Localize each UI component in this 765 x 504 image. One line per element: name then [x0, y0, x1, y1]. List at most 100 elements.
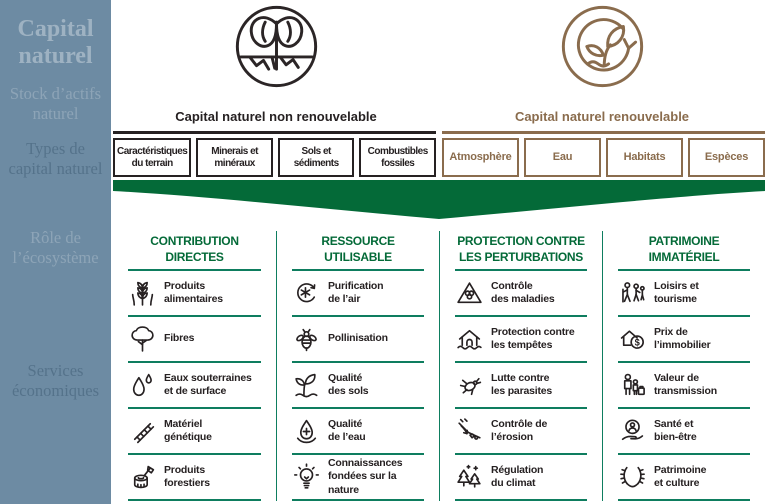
svg-text:$: $ [635, 337, 641, 347]
lightbulb-icon [293, 463, 320, 489]
service-item-label: Produits alimentaires [164, 279, 223, 306]
wheat-icon [131, 281, 154, 306]
capital-box: Combustibles fossiles [359, 138, 437, 177]
service-item-label: Protection contre les tempêtes [491, 325, 575, 352]
capital-box: Atmosphère [442, 138, 519, 177]
service-item: $ Prix de l’immobilier [618, 317, 750, 364]
bee-icon [296, 328, 317, 351]
service-column: PROTECTION CONTRE LES PERTURBATIONS Cont… [439, 231, 602, 502]
service-column-underline [455, 269, 587, 272]
service-column-header: CONTRIBUTION DIRECTES [150, 234, 239, 264]
service-column-underline [618, 269, 750, 272]
service-column-underline [128, 269, 261, 272]
service-item-label: Lutte contre les parasites [491, 371, 553, 398]
group-rules [113, 131, 765, 134]
group-non-renouvelable: Capital naturel non renouvelable [113, 0, 439, 124]
service-item-label: Purification de l’air [328, 279, 384, 306]
service-column-underline [292, 269, 424, 272]
dna-icon [133, 422, 155, 443]
service-item: Contrôle des maladies [455, 271, 587, 318]
service-column-header: PATRIMOINE IMMATÉRIEL [648, 234, 720, 264]
capital-groups-band: Capital naturel non renouvelable Capital… [113, 0, 765, 124]
air-purification-icon [297, 282, 316, 303]
service-item-label: Qualité de l’eau [328, 417, 366, 444]
group-label-renouvelable: Capital naturel renouvelable [514, 109, 690, 124]
group-label-non-renouvelable: Capital naturel non renouvelable [175, 109, 377, 124]
hikers-icon [622, 281, 645, 303]
service-column: CONTRIBUTION DIRECTES Produits alimentai… [113, 231, 276, 502]
house-price-icon: $ [620, 330, 644, 349]
evergreen-trees-icon [457, 464, 481, 488]
capital-box: Caractéristiques du terrain [113, 138, 192, 177]
service-items: Loisirs et tourisme $ Prix de l’immobilier… [618, 271, 750, 502]
sidebar: Capital naturel Stock d’actifs naturel T… [0, 0, 111, 504]
service-item: Produits alimentaires [128, 271, 261, 318]
service-item-label: Produits forestiers [164, 463, 210, 490]
pest-insect-icon [459, 377, 482, 395]
health-hand-icon [621, 419, 644, 440]
service-item: Produits forestiers [128, 455, 261, 502]
sidebar-item-stock-actifs: Stock d’actifs naturel [9, 84, 102, 124]
service-item-label: Pollinisation [328, 332, 388, 345]
group-renouvelable: Capital naturel renouvelable [439, 0, 765, 124]
service-item-label: Prix de l’immobilier [654, 325, 711, 352]
service-column: PATRIMOINE IMMATÉRIEL Loisirs et tourism… [602, 231, 765, 502]
service-item: Purification de l’air [292, 271, 424, 318]
capital-box: Minerais et minéraux [196, 138, 273, 177]
service-item: Loisirs et tourisme [618, 271, 750, 318]
capital-box: Habitats [606, 138, 683, 177]
service-item: Contrôle de l’érosion [455, 409, 587, 456]
service-item: Fibres [128, 317, 261, 364]
service-item-label: Contrôle de l’érosion [491, 417, 548, 444]
service-column-header: RESSOURCE UTILISABLE [321, 234, 395, 264]
rule-renouvelable [442, 131, 765, 134]
sidebar-item-types-capital: Types de capital naturel [8, 139, 103, 179]
service-item: Santé et bien-être [618, 409, 750, 456]
service-item: Patrimoine et culture [618, 455, 750, 502]
service-column: RESSOURCE UTILISABLE Purification de l’a… [276, 231, 439, 502]
capital-box: Espèces [688, 138, 765, 177]
service-item-label: Qualité des sols [328, 371, 369, 398]
cotton-tree-icon [131, 325, 154, 352]
service-item-label: Loisirs et tourisme [654, 279, 699, 306]
service-item-label: Patrimoine et culture [654, 463, 707, 490]
rule-non-renouvelable [113, 131, 436, 134]
sprout-cycle-icon [561, 5, 643, 88]
tree-minerals-icon [235, 5, 317, 88]
service-item-label: Valeur de transmission [654, 371, 717, 398]
sprout-icon [295, 373, 318, 398]
funnel-arrow [113, 180, 765, 219]
capital-box: Eau [524, 138, 601, 177]
service-item: Qualité de l’eau [292, 409, 424, 456]
water-drop-icon [132, 373, 152, 396]
service-item: Valeur de transmission [618, 363, 750, 410]
laurel-wreath-icon [620, 466, 645, 488]
service-item: Matériel génétique [128, 409, 261, 456]
sidebar-title: Capital naturel [17, 16, 94, 69]
service-item-label: Santé et bien-être [654, 417, 697, 444]
service-item: Eaux souterraines et de surface [128, 363, 261, 410]
service-column-header: PROTECTION CONTRE LES PERTURBATIONS [457, 234, 585, 264]
service-item-label: Contrôle des maladies [491, 279, 555, 306]
disease-warning-icon [457, 282, 482, 303]
sidebar-item-role-ecosysteme: Rôle de l’écosystème [12, 228, 99, 268]
service-item: Pollinisation [292, 317, 424, 364]
service-item: Protection contre les tempêtes [455, 317, 587, 364]
diagram-main: Capital naturel non renouvelable Capital… [111, 0, 765, 504]
service-item: Qualité des sols [292, 363, 424, 410]
family-transmission-icon [623, 373, 645, 395]
service-item: Lutte contre les parasites [455, 363, 587, 410]
service-item-label: Matériel génétique [164, 417, 212, 444]
service-item: Connaissances fondées sur la nature [292, 455, 424, 502]
capital-box: Sols et sédiments [277, 138, 355, 177]
service-item-label: Eaux souterraines et de surface [164, 371, 252, 398]
tree-stump-axe-icon [133, 465, 155, 488]
water-quality-icon [296, 419, 317, 443]
service-item: Régulation du climat [455, 455, 587, 502]
